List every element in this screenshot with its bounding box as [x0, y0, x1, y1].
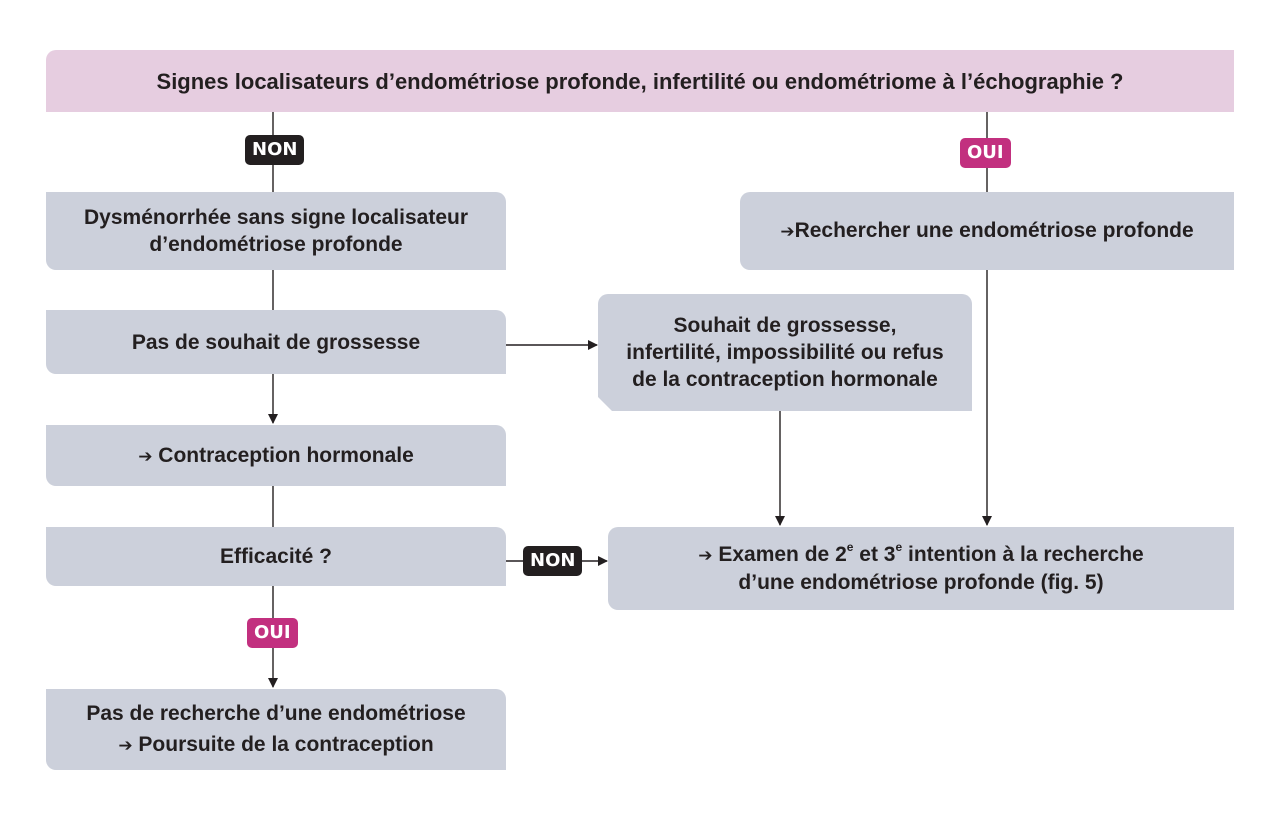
efficacite-box: Efficacité ? [46, 527, 506, 586]
dysmenorrhee-box: Dysménorrhée sans signe localisateur d’e… [46, 192, 506, 270]
pas-souhait-box: Pas de souhait de grossesse [46, 310, 506, 374]
badge-non-mid: NON [523, 546, 583, 576]
rechercher-box: ➔Rechercher une endométriose profonde [740, 192, 1234, 270]
pas-recherche-box: Pas de recherche d’une endométriose ➔ Po… [46, 689, 506, 770]
question-box: Signes localisateurs d’endométriose prof… [46, 50, 1234, 112]
pas-souhait-text: Pas de souhait de grossesse [131, 330, 421, 354]
efficacite-text: Efficacité ? [219, 545, 333, 568]
arrow-right-icon: ➔ [780, 222, 795, 241]
examen-line-2: d’une endométriose profonde (fig. 5) [738, 571, 1104, 594]
question-text: Signes localisateurs d’endométriose prof… [156, 68, 1124, 94]
contraception-text: Contraception hormonale [158, 443, 414, 467]
badge-oui-top: OUI [960, 138, 1011, 168]
arrow-right-icon: ➔ [118, 736, 133, 755]
pas-recherche-text: Pas de recherche d’une endométriose [86, 702, 466, 725]
examen-superscript-1: e [846, 540, 854, 554]
souhait-line-3: de la contraception hormonale [632, 368, 938, 391]
souhait-box: Souhait de grossesse, infertilité, impos… [598, 294, 972, 411]
poursuite-text: Poursuite de la contraception [138, 733, 434, 756]
arrow-right-icon: ➔ [138, 446, 153, 466]
examen-text-part-1: Examen de 2 [718, 543, 847, 566]
rechercher-text: Rechercher une endométriose profonde [794, 219, 1194, 242]
souhait-line-2: infertilité, impossibilité ou refus [626, 341, 944, 364]
arrow-right-icon: ➔ [698, 546, 713, 565]
examen-superscript-2: e [895, 540, 903, 554]
dysmenorrhee-line-1: Dysménorrhée sans signe localisateur [84, 206, 468, 229]
badge-non-top: NON [245, 135, 305, 165]
contraception-box: ➔ Contraception hormonale [46, 425, 506, 486]
examen-text-part-3: intention à la recherche [902, 543, 1144, 566]
dysmenorrhee-line-2: d’endométriose profonde [149, 233, 403, 256]
examen-text-part-2: et 3 [853, 543, 896, 566]
souhait-line-1: Souhait de grossesse, [673, 314, 897, 337]
badge-oui-bottom: OUI [247, 618, 298, 648]
examen-box: ➔ Examen de 2e et 3e intention à la rech… [608, 527, 1234, 610]
